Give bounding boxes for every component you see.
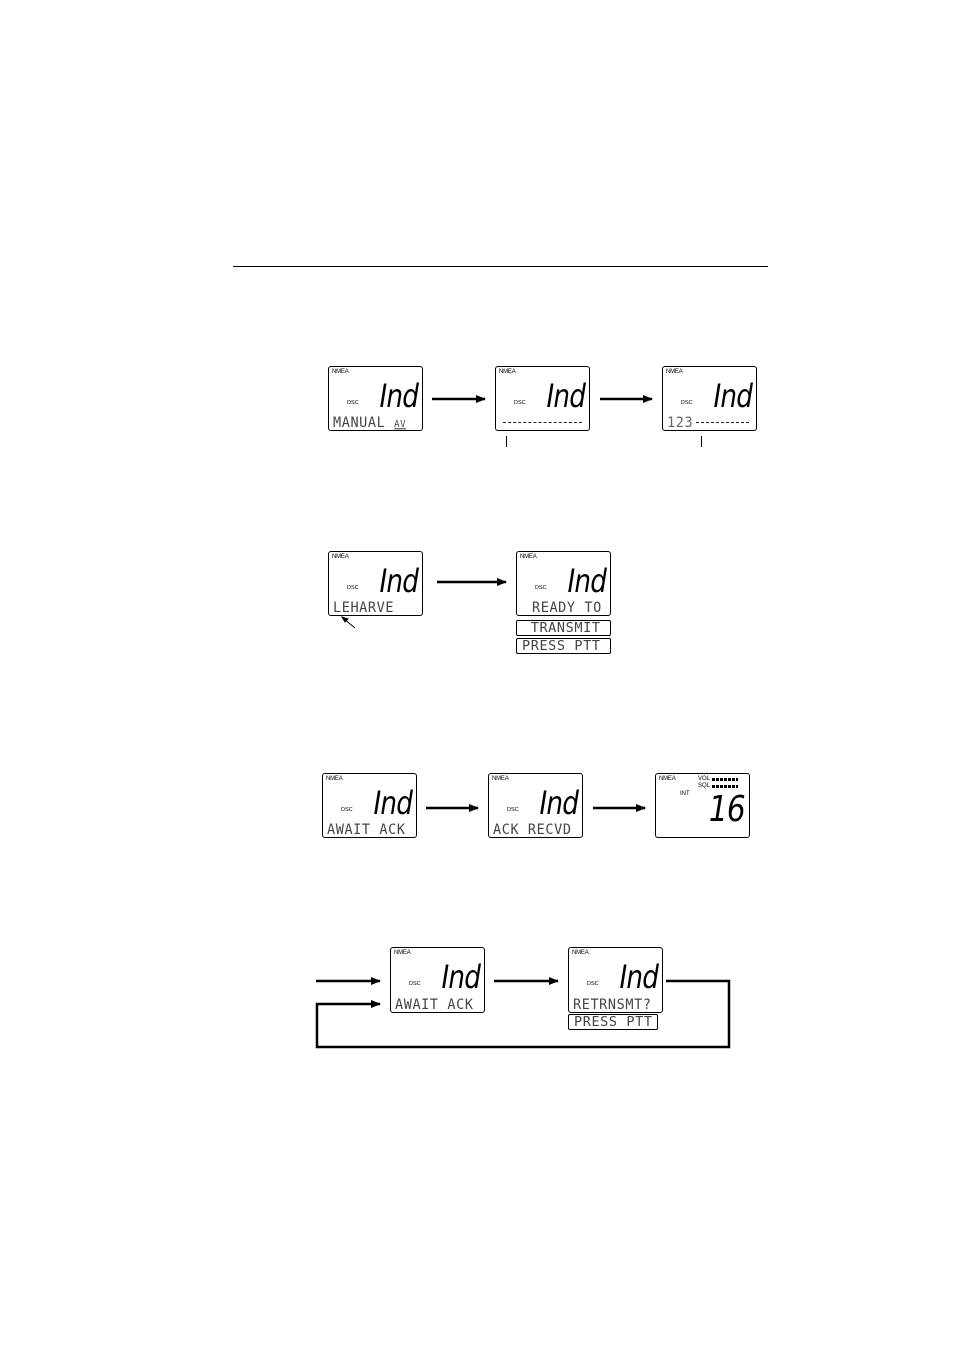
cursor-tick-right bbox=[701, 436, 702, 447]
nmea-label: NMEA bbox=[332, 554, 349, 560]
lcd-subline: PRESS PTT bbox=[568, 1014, 658, 1030]
lcd-screen-r2-1: NMEA DSC Ind LEHARVE bbox=[328, 551, 423, 616]
nmea-label: NMEA bbox=[572, 950, 589, 956]
nmea-label: NMEA bbox=[332, 369, 349, 375]
lcd-text: ACK RECVD bbox=[493, 822, 572, 839]
lcd-text: AWAIT ACK bbox=[327, 822, 406, 839]
dsc-label: DSC bbox=[341, 807, 353, 813]
vol-label: VOL bbox=[698, 776, 710, 782]
lcd-screen-r3-3: NMEA VOL SQL INT 16 bbox=[655, 773, 750, 838]
nmea-label: NMEA bbox=[394, 950, 411, 956]
mmsi-digits: 123 bbox=[667, 415, 693, 432]
dashed-entry-field bbox=[503, 422, 582, 423]
lcd-screen-r1-2: NMEA DSC Ind bbox=[495, 366, 590, 431]
lcd-screen-r1-1: NMEA DSC Ind MANUAL AV bbox=[328, 366, 423, 431]
dsc-label: DSC bbox=[507, 807, 519, 813]
nmea-label: NMEA bbox=[520, 554, 537, 560]
nmea-label: NMEA bbox=[659, 776, 676, 782]
dsc-label: DSC bbox=[347, 400, 359, 406]
channel-readout: Ind bbox=[713, 380, 752, 412]
lcd-subline-text: PRESS PTT bbox=[574, 1014, 653, 1030]
dsc-label: DSC bbox=[587, 981, 599, 987]
lcd-screen-r3-1: NMEA DSC Ind AWAIT ACK bbox=[322, 773, 417, 838]
lcd-text: LEHARVE bbox=[333, 600, 394, 617]
int-label: INT bbox=[680, 791, 690, 797]
lcd-subline-text: TRANSMIT bbox=[522, 620, 601, 636]
lcd-subline-1: TRANSMIT bbox=[516, 620, 611, 636]
channel-readout: Ind bbox=[619, 961, 658, 993]
lcd-screen-r4-1: NMEA DSC Ind AWAIT ACK bbox=[390, 947, 485, 1013]
dsc-label: DSC bbox=[347, 585, 359, 591]
lcd-subline-text: PRESS PTT bbox=[522, 638, 601, 654]
lcd-screen-r1-3: NMEA DSC Ind 123 bbox=[662, 366, 757, 431]
lcd-text: READY TO bbox=[532, 600, 602, 617]
updown-glyph: AV bbox=[394, 420, 406, 431]
nmea-label: NMEA bbox=[492, 776, 509, 782]
channel-readout: Ind bbox=[441, 961, 480, 993]
lcd-text: AWAIT ACK bbox=[395, 997, 474, 1014]
channel-readout: Ind bbox=[379, 565, 418, 597]
channel-readout: Ind bbox=[539, 787, 578, 819]
dsc-label: DSC bbox=[409, 981, 421, 987]
channel-readout: Ind bbox=[567, 565, 606, 597]
lcd-screen-r4-2: NMEA DSC Ind RETRNSMT? bbox=[568, 947, 663, 1013]
vol-bar bbox=[712, 778, 738, 781]
nmea-label: NMEA bbox=[499, 369, 516, 375]
nmea-label: NMEA bbox=[666, 369, 683, 375]
dsc-label: DSC bbox=[681, 400, 693, 406]
sql-bar bbox=[712, 785, 738, 788]
channel-number: 16 bbox=[709, 792, 745, 828]
cursor-tick-left bbox=[506, 436, 507, 447]
lcd-text: RETRNSMT? bbox=[573, 997, 652, 1014]
lcd-screen-r2-2: NMEA DSC Ind READY TO bbox=[516, 551, 611, 616]
loop-back-connector bbox=[317, 981, 729, 1047]
lcd-screen-r3-2: NMEA DSC Ind ACK RECVD bbox=[488, 773, 583, 838]
dsc-label: DSC bbox=[514, 400, 526, 406]
lcd-text: MANUAL AV bbox=[333, 415, 406, 432]
dashed-entry-field bbox=[696, 422, 749, 423]
channel-readout: Ind bbox=[379, 380, 418, 412]
channel-readout: Ind bbox=[373, 787, 412, 819]
dsc-label: DSC bbox=[535, 585, 547, 591]
lcd-subline-2: PRESS PTT bbox=[516, 638, 611, 654]
nmea-label: NMEA bbox=[326, 776, 343, 782]
channel-readout: Ind bbox=[546, 380, 585, 412]
